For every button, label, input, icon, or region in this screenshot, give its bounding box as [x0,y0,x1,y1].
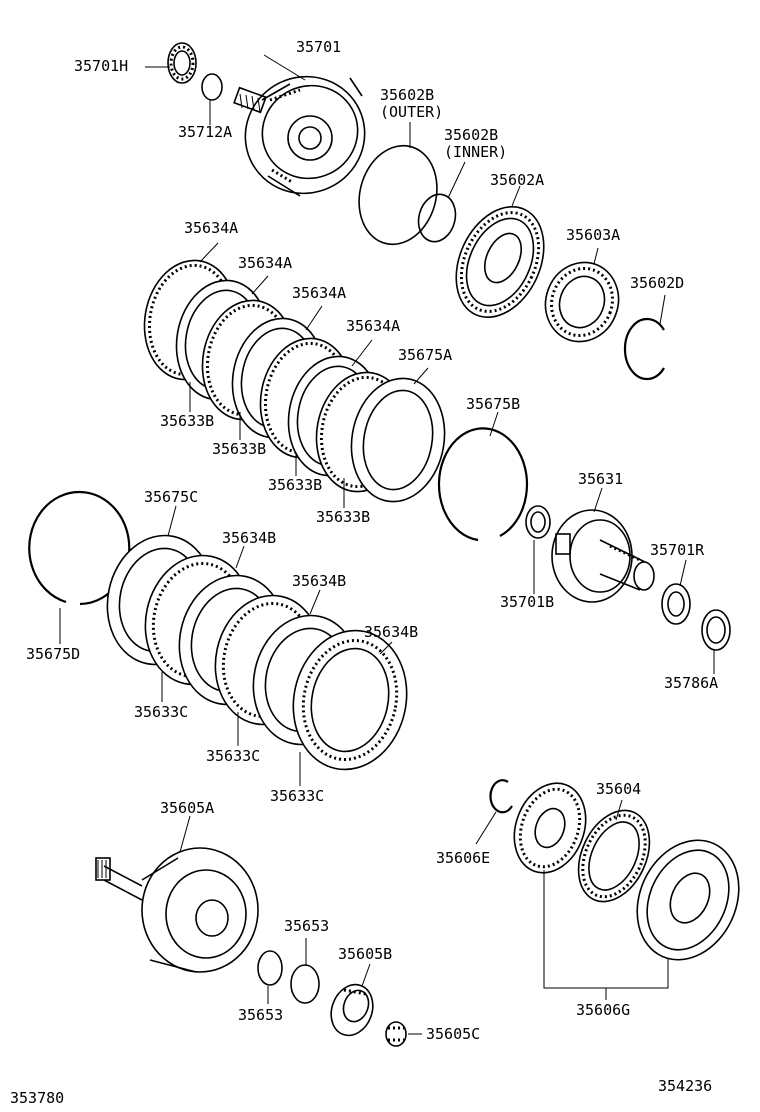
leader-35675A [413,367,429,385]
label-35606E: 35606E [436,849,491,867]
leader-35701 [263,54,306,81]
label-35633C-3: 35633C [270,787,325,805]
part-35606G-housing-drawing [636,839,740,961]
label-35653-upper: 35653 [284,917,330,935]
footer-right-code: 354236 [658,1077,713,1095]
label-35633C-2: 35633C [206,747,261,765]
part-35653-oring-upper-drawing [290,964,320,1004]
label-35606G: 35606G [576,1001,631,1019]
part-35605C-bearing-drawing [385,1021,407,1047]
leader-35701R [679,559,687,587]
part-35605A-drum-drawing [95,847,259,973]
label-35605A: 35605A [160,799,215,817]
part-35605B-bearing-drawing [330,983,374,1037]
part-35701B-bearing-drawing [525,505,551,539]
plate-stack-b-drawing [106,534,408,771]
leader-35604 [615,799,623,821]
leader-35675B [489,411,499,437]
leader-35675C [167,505,177,537]
part-35712A-oring-drawing [201,73,223,101]
label-35633B-4: 35633B [316,508,371,526]
part-35602B-inner-ring-drawing [417,193,457,243]
label-35634A-3: 35634A [292,284,347,302]
label-35602B-outer-note: (OUTER) [380,103,444,121]
part-35606E-snap-ring-drawing [489,779,513,814]
label-35786A: 35786A [664,674,719,692]
leader-35602B-inner [447,161,466,199]
label-35701R: 35701R [650,541,705,559]
label-35701H: 35701H [74,57,129,75]
part-35675B-snap-ring-drawing [437,427,529,542]
label-35633B-2: 35633B [212,440,267,458]
label-35634B-1: 35634B [222,529,277,547]
leader-35605A [179,815,191,853]
leader-35634B-3 [379,641,393,655]
part-35701R-bearing-drawing [661,583,691,625]
label-35602B-outer: 35602B [380,86,435,104]
part-35606G-drum-drawing [513,782,587,874]
label-35633B-1: 35633B [160,412,215,430]
label-35675D: 35675D [26,645,81,663]
label-35634A-2: 35634A [238,254,293,272]
leader-35634B-2 [309,589,321,615]
part-35604-plate-drawing [577,809,651,903]
part-35786A-washer-drawing [701,609,731,651]
label-35631: 35631 [578,470,624,488]
part-35701H-bearing-drawing [167,42,197,84]
leader-35606E [475,811,497,845]
label-35602B-inner: 35602B [444,126,499,144]
leader-35605B [361,963,371,987]
part-35701-drum-drawing [233,75,366,197]
leader-35602D [659,294,666,325]
label-35634B-3: 35634B [364,623,419,641]
label-35602B-inner-note: (INNER) [444,143,508,161]
label-35605B: 35605B [338,945,393,963]
label-35633C-1: 35633C [134,703,189,721]
part-35631-hub-drawing [551,509,655,603]
part-35602B-outer-ring-drawing [358,144,438,246]
label-35633B-3: 35633B [268,476,323,494]
label-35603A: 35603A [566,226,621,244]
label-35602D: 35602D [630,274,685,292]
label-35701: 35701 [296,38,342,56]
footer-left-code: 353780 [10,1089,65,1107]
leader-35634A-3 [305,305,323,331]
leader-35631 [593,487,603,513]
label-35634A-4: 35634A [346,317,401,335]
leader-35634A-2 [251,275,269,295]
part-35602D-snap-ring-drawing [623,317,665,381]
label-35602A: 35602A [490,171,545,189]
plate-stack-a-drawing [143,259,446,503]
leader-35603A [593,247,599,265]
part-35653-oring-lower-drawing [257,950,283,986]
label-35701B: 35701B [500,593,555,611]
leader-35634A-4 [351,339,373,367]
label-35604: 35604 [596,780,642,798]
label-35675A: 35675A [398,346,453,364]
part-35602A-piston-drawing [455,205,545,319]
leader-35602A [511,185,521,207]
label-35605C: 35605C [426,1025,481,1043]
label-35675B: 35675B [466,395,521,413]
label-35634A-1: 35634A [184,219,239,237]
label-35712A: 35712A [178,123,233,141]
part-35603A-spring-retainer-drawing [544,261,620,343]
leader-35634A-1 [199,242,219,263]
label-35675C: 35675C [144,488,199,506]
leader-35634B-1 [235,545,245,569]
label-35634B-2: 35634B [292,572,347,590]
label-35653-lower: 35653 [238,1006,284,1024]
